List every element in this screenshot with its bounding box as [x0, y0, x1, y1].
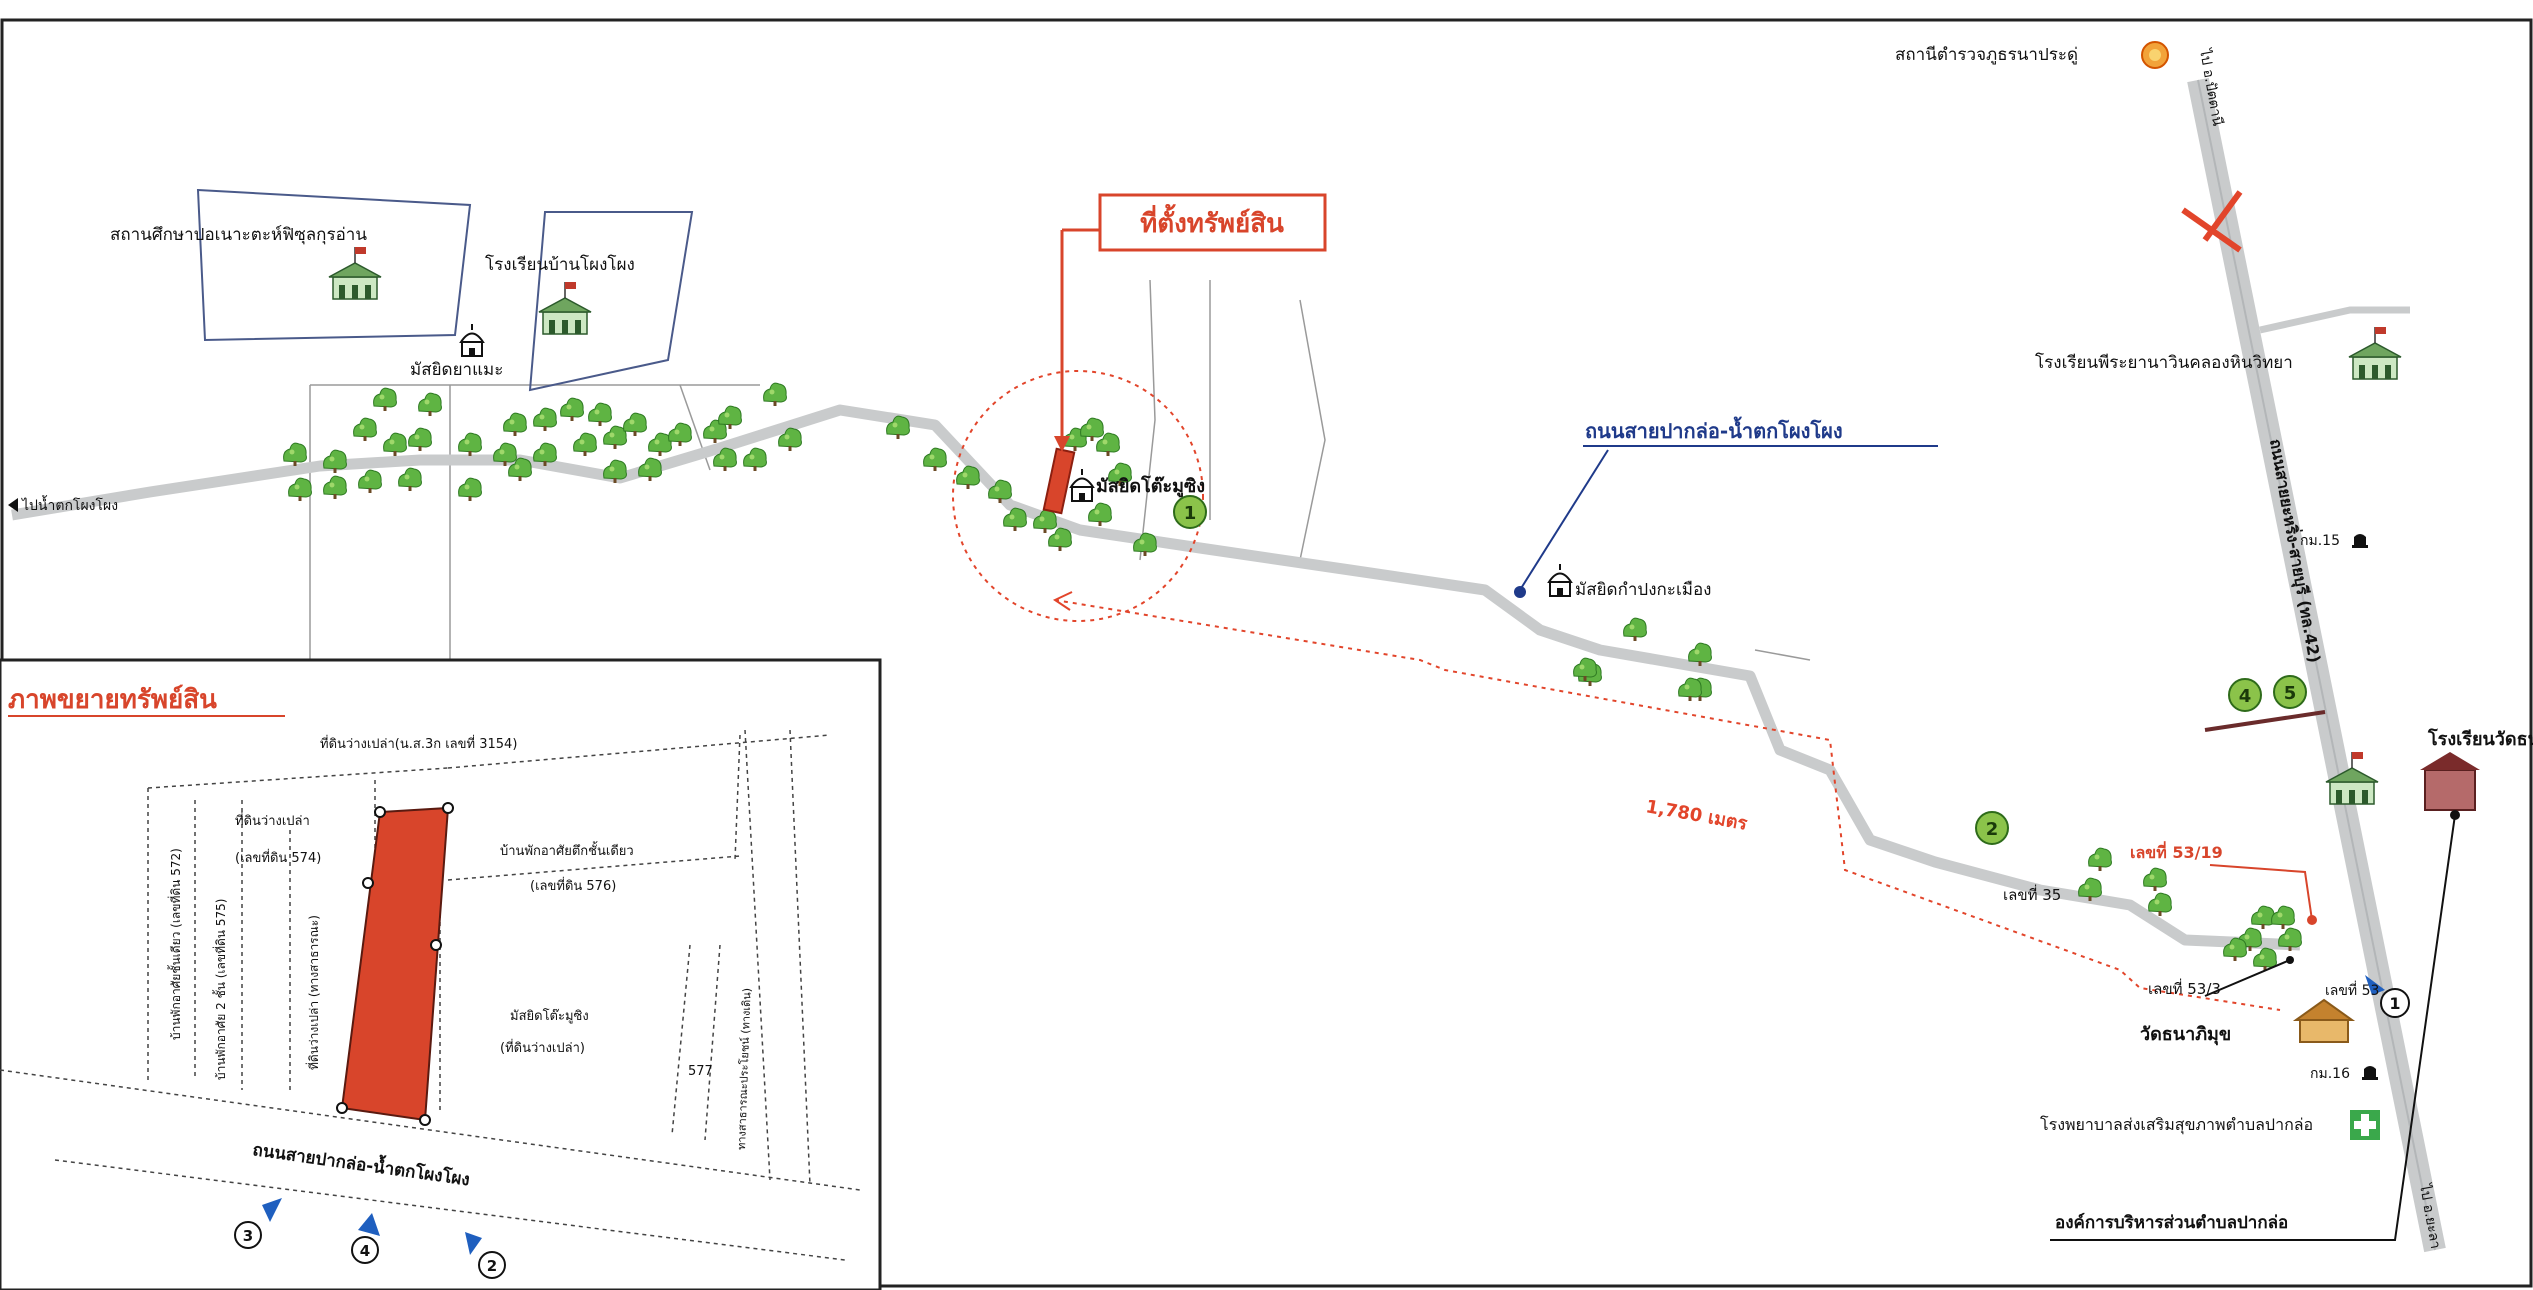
address-53-3-label: เลขที่ 53/3 [2148, 978, 2221, 998]
mosque-yamae-label: มัสยิดยาแมะ [410, 360, 503, 380]
school-icon [328, 246, 382, 300]
svg-text:ที่ดินว่างเปล่า: ที่ดินว่างเปล่า [235, 812, 310, 829]
main-road-label: ถนนสายปากล่อ-น้ำตกโผงโผง [1585, 416, 1843, 443]
address-53-19-label: เลขที่ 53/19 [2130, 841, 2223, 862]
km-post-icon [2362, 1066, 2378, 1080]
svg-text:ทางสาธารณะประโยชน์ (ทางเดิน): ทางสาธารณะประโยชน์ (ทางเดิน) [734, 988, 754, 1150]
svg-text:577: 577 [688, 1064, 713, 1079]
distance-path [1054, 599, 2281, 1011]
address-53-label: เลขที่ 53 [2325, 981, 2379, 999]
svg-text:1: 1 [2389, 994, 2400, 1013]
svg-text:5: 5 [2284, 683, 2297, 704]
svg-text:2: 2 [487, 1257, 497, 1275]
svg-text:ที่ดินว่างเปล่า(น.ส.3ก เลขที่: ที่ดินว่างเปล่า(น.ส.3ก เลขที่ 3154) [320, 735, 517, 752]
svg-text:บ้านพักอาศัยชั้นเดียว (เลขที่ด: บ้านพักอาศัยชั้นเดียว (เลขที่ดิน 572) [167, 848, 183, 1040]
svg-text:บ้านพักอาศัยตึกชั้นเดียว: บ้านพักอาศัยตึกชั้นเดียว [500, 841, 634, 859]
school-tech-compound [196, 188, 472, 342]
svg-text:ที่ดินว่างเปล่า (ทางสาธารณะ): ที่ดินว่างเปล่า (ทางสาธารณะ) [305, 915, 321, 1070]
svg-text:1: 1 [1184, 503, 1197, 524]
svg-text:บ้านพักอาศัย 2 ชั้น (เลขที่ดิน: บ้านพักอาศัย 2 ชั้น (เลขที่ดิน 575) [212, 899, 228, 1080]
mosque-kampong-label: มัสยิดกำปงกะเมือง [1575, 580, 1711, 600]
svg-text:(ที่ดินว่างเปล่า): (ที่ดินว่างเปล่า) [500, 1039, 585, 1056]
property-marker [1042, 447, 1076, 515]
svg-text:มัสยิดโต๊ะมูซิง: มัสยิดโต๊ะมูซิง [510, 1008, 589, 1024]
school-icon [538, 281, 592, 335]
school-wat-label: โรงเรียนวัดธนาภิ [2427, 728, 2533, 750]
school-tech-label: สถานศึกษาปอเนาะตะห์ฟิซุลกุรอ่าน [110, 225, 367, 245]
km-post-icon [2352, 534, 2368, 548]
police-icon [2141, 41, 2169, 69]
map-frame [0, 18, 2533, 1288]
distance-label: 1,780 เมตร [1644, 796, 1749, 835]
svg-text:(เลขที่ดิน 574): (เลขที่ดิน 574) [235, 849, 321, 866]
property-radius-circle [952, 370, 1204, 622]
svg-text:4: 4 [360, 1242, 370, 1260]
school-icon [2348, 326, 2402, 380]
svg-text:4: 4 [2239, 686, 2252, 707]
north-arrow-icon [2181, 190, 2243, 253]
branch-road [2259, 306, 2410, 334]
svg-text:3: 3 [243, 1227, 253, 1245]
mosque-icon [1070, 468, 1094, 502]
svg-text:ไปน้ำตกโผงโผง: ไปน้ำตกโผงโผง [21, 495, 118, 514]
inset-title: ภาพขยายทรัพย์สิน [8, 684, 217, 715]
svg-text:2: 2 [1986, 819, 1999, 840]
hospital-icon [2350, 1110, 2380, 1140]
school-pra-label: โรงเรียนพีระยานาวินคลองหินวิทยา [2035, 352, 2293, 373]
photo-points: 1 2 4 5 1 [1173, 495, 2410, 1018]
school-ban-label: โรงเรียนบ้านโผงโผง [485, 254, 635, 275]
hospital-label: โรงพยาบาลส่งเสริมสุขภาพตำบลปากล่อ [2040, 1115, 2313, 1135]
property-label: ที่ตั้งทรัพย์สิน [1140, 203, 1284, 239]
svg-text:(เลขที่ดิน 576): (เลขที่ดิน 576) [530, 877, 616, 894]
temple-label: วัดธนาภิมุข [2140, 1024, 2231, 1046]
km15-label: กม.15 [2300, 533, 2340, 549]
mosque-icon [460, 323, 484, 357]
highway-label: ถนนสายยะหริ่ง-สายบุรี (ทล.42) [2265, 437, 2326, 664]
km16-label: กม.16 [2310, 1066, 2350, 1082]
view-points: 3 4 2 [234, 1198, 506, 1279]
address-35-label: เลขที่ 35 [2003, 884, 2061, 904]
sao-label: องค์การบริหารส่วนตำบลปากล่อ [2055, 1212, 2288, 1233]
property-label-box [1098, 193, 1327, 252]
school-ban-compound [528, 211, 694, 392]
left-direction-sign: ไปน้ำตกโผงโผง [8, 495, 118, 514]
mosque-tue-label: มัสยิดโต๊ะมูซิง [1096, 475, 1205, 498]
mosque-icon [1548, 563, 1572, 597]
temple-icon [2292, 998, 2356, 1043]
property-inset: ภาพขยายทรัพย์สิน [0, 658, 882, 1290]
temple-gate-icon [2420, 752, 2480, 811]
police-label: สถานีตำรวจภูธรนาประดู่ [1895, 45, 2078, 65]
